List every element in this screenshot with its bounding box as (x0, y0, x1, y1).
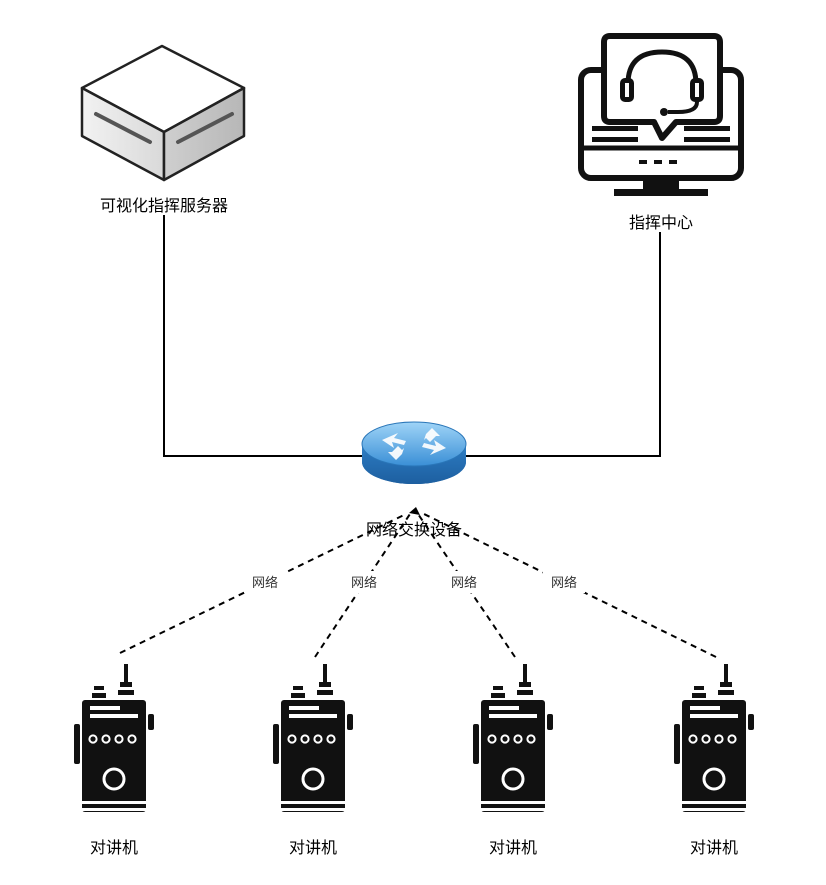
link-label-3: 网络 (451, 575, 477, 591)
link-label-1: 网络 (252, 575, 278, 591)
server-node[interactable]: 可视化指挥服务器 (80, 44, 246, 215)
link-server-to-switch (163, 215, 368, 457)
link-radio-2 (314, 513, 411, 658)
link-labels: 网络 网络 网络 网络 (244, 571, 585, 593)
walkie-talkie-icon (272, 662, 354, 814)
radio-node-1[interactable]: 对讲机 (73, 662, 155, 857)
radio-label-2: 对讲机 (289, 838, 337, 857)
radio-label-4: 对讲机 (690, 838, 738, 857)
link-label-4: 网络 (551, 575, 577, 591)
switch-label: 网络交换设备 (366, 520, 462, 539)
server-label: 可视化指挥服务器 (100, 196, 228, 215)
router-icon (361, 421, 467, 484)
radio-node-2[interactable]: 对讲机 (272, 662, 354, 857)
walkie-talkie-icon (673, 662, 755, 814)
link-radio-3 (417, 513, 516, 658)
link-label-2: 网络 (351, 575, 377, 591)
link-center-to-switch (462, 232, 661, 457)
server-box-icon (80, 44, 246, 182)
arrowhead-icon (409, 507, 420, 515)
headset-monitor-icon (578, 33, 744, 196)
command-center-node[interactable]: 指挥中心 (578, 33, 744, 232)
command-center-label: 指挥中心 (629, 213, 693, 232)
radio-label-1: 对讲机 (90, 838, 138, 857)
radio-label-3: 对讲机 (489, 838, 537, 857)
walkie-talkie-icon (472, 662, 554, 814)
radio-node-3[interactable]: 对讲机 (472, 662, 554, 857)
walkie-talkie-icon (73, 662, 155, 814)
wired-links (163, 215, 661, 457)
switch-node[interactable]: 网络交换设备 (361, 421, 467, 539)
radio-node-4[interactable]: 对讲机 (673, 662, 755, 857)
